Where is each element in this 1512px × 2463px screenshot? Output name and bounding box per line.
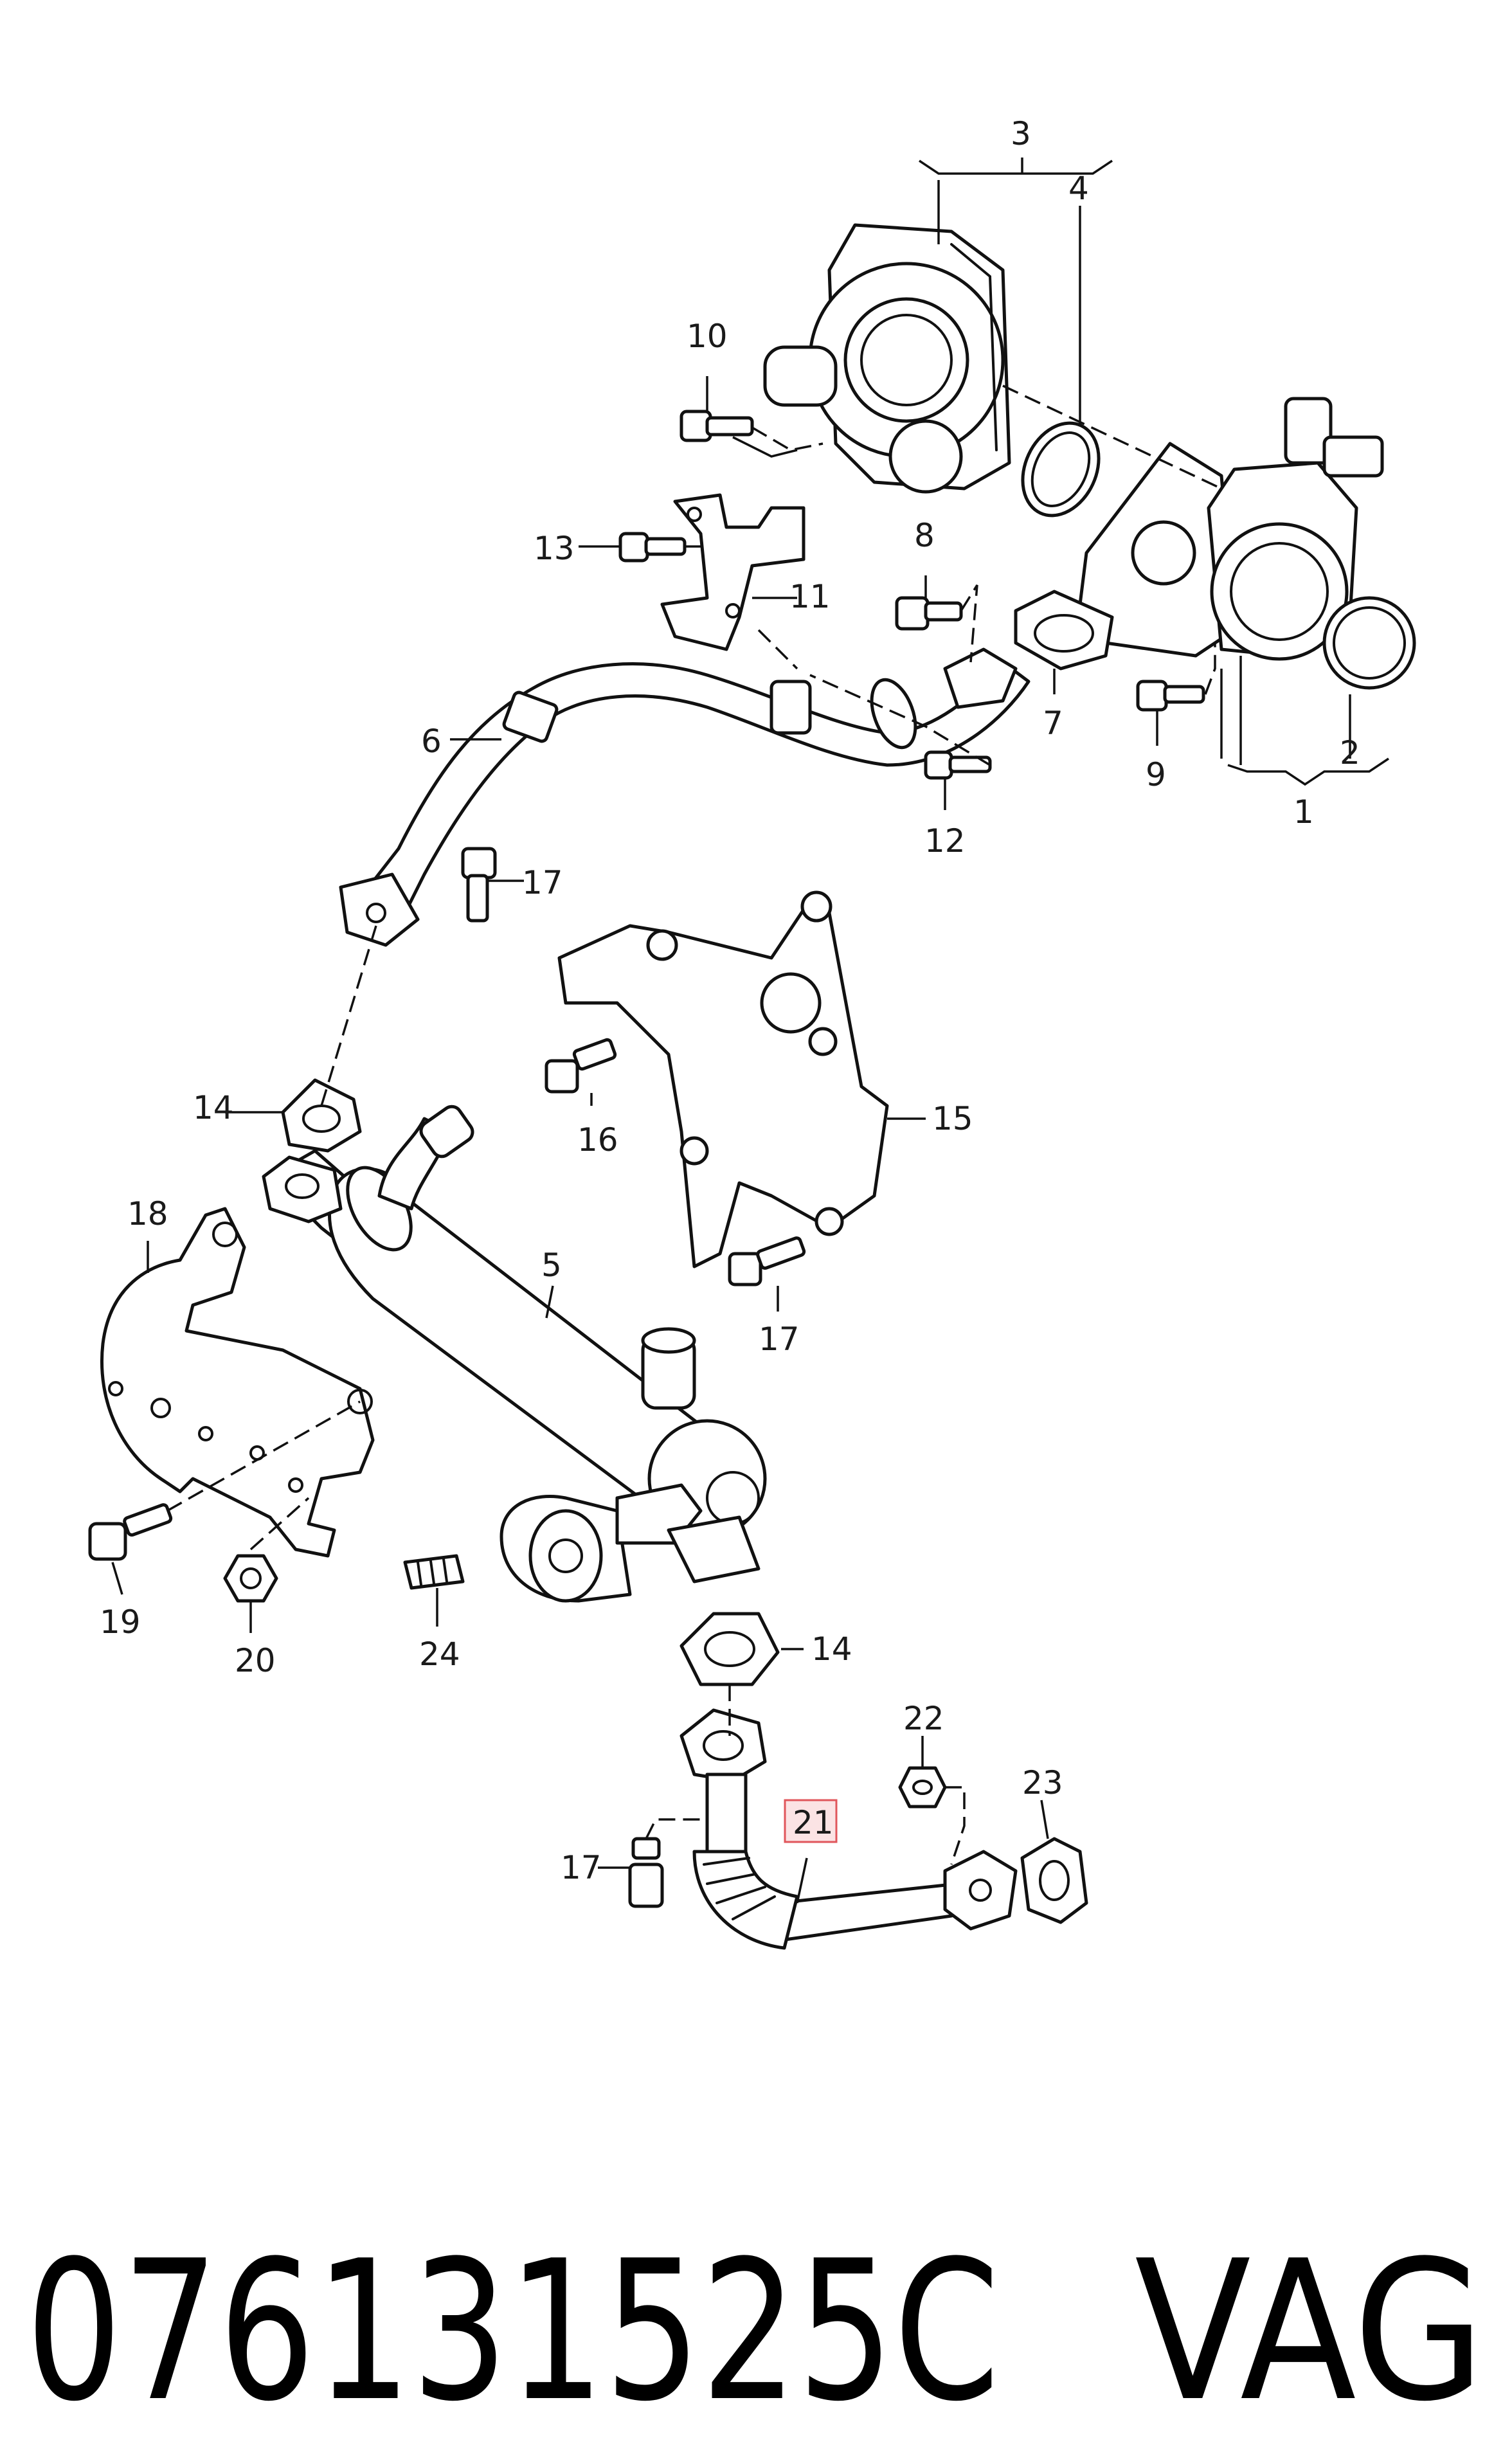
part-14-flange (262, 1155, 343, 1223)
fastener-17c-bolt (628, 1837, 664, 1908)
callout-24: 24 (419, 1636, 460, 1673)
part-23-gasket (1020, 1837, 1088, 1924)
part-18-bracket (100, 1207, 375, 1558)
callout-4: 4 (1068, 170, 1089, 207)
fastener-12-bolt (924, 750, 992, 780)
part-21-egr-pipe (680, 1708, 1018, 1950)
fastener-8-bolt (895, 596, 963, 631)
part-24-sleeve (403, 1554, 465, 1590)
fastener-17b-bolt (728, 1236, 806, 1286)
fastener-22-nut (898, 1766, 947, 1809)
part-15-bracket (557, 890, 889, 1268)
callout-13: 13 (534, 530, 575, 567)
callout-21: 21 (793, 1804, 834, 1841)
part-1-egr-valve (1078, 397, 1384, 661)
part-14-gasket-upper (281, 1078, 362, 1153)
callout-5: 5 (541, 1247, 562, 1284)
callout-8: 8 (914, 517, 935, 554)
fastener-17a-bolt (461, 847, 497, 923)
callout-16: 16 (577, 1121, 618, 1159)
brand-name: VAG (1135, 2219, 1485, 2444)
fastener-19-bolt (88, 1503, 173, 1561)
callout-6: 6 (421, 723, 442, 760)
callout-18: 18 (127, 1195, 168, 1232)
callout-11: 11 (789, 578, 831, 615)
callout-7: 7 (1043, 705, 1063, 742)
fastener-16-bolt (544, 1038, 617, 1094)
part-5-egr-cooler (268, 1105, 767, 1603)
callout-22: 22 (903, 1700, 944, 1737)
part-11-bracket (660, 493, 806, 651)
callout-14b: 14 (811, 1630, 852, 1668)
fastener-13-bolt (618, 532, 687, 563)
callout-17b: 17 (759, 1321, 800, 1358)
callout-17a: 17 (522, 864, 563, 901)
part-2-o-ring (1322, 596, 1416, 690)
callout-23: 23 (1022, 1764, 1063, 1801)
callout-10: 10 (687, 318, 728, 355)
callout-21-highlight-box (784, 1799, 838, 1843)
part-4-o-ring (1021, 421, 1101, 518)
callout-14a: 14 (193, 1089, 234, 1126)
callout-20: 20 (235, 1642, 276, 1679)
callout-19: 19 (100, 1603, 141, 1641)
fastener-20-nut (223, 1554, 278, 1603)
callout-3: 3 (1011, 115, 1031, 152)
part-14-gasket-lower (680, 1612, 780, 1686)
part-6-egr-pipe (339, 647, 1030, 947)
callout-2: 2 (1340, 734, 1360, 771)
part-7-gasket (1014, 590, 1114, 671)
callout-12: 12 (924, 822, 966, 860)
fastener-9-bolt (1136, 680, 1205, 712)
fastener-10-bolt (680, 410, 754, 442)
part-3-throttle-body (763, 223, 1011, 494)
part-number: 076131525C (26, 2219, 1000, 2444)
callout-9: 9 (1146, 756, 1166, 793)
callout-1: 1 (1293, 793, 1314, 831)
callout-15: 15 (932, 1100, 973, 1137)
callout-17c: 17 (561, 1849, 602, 1886)
